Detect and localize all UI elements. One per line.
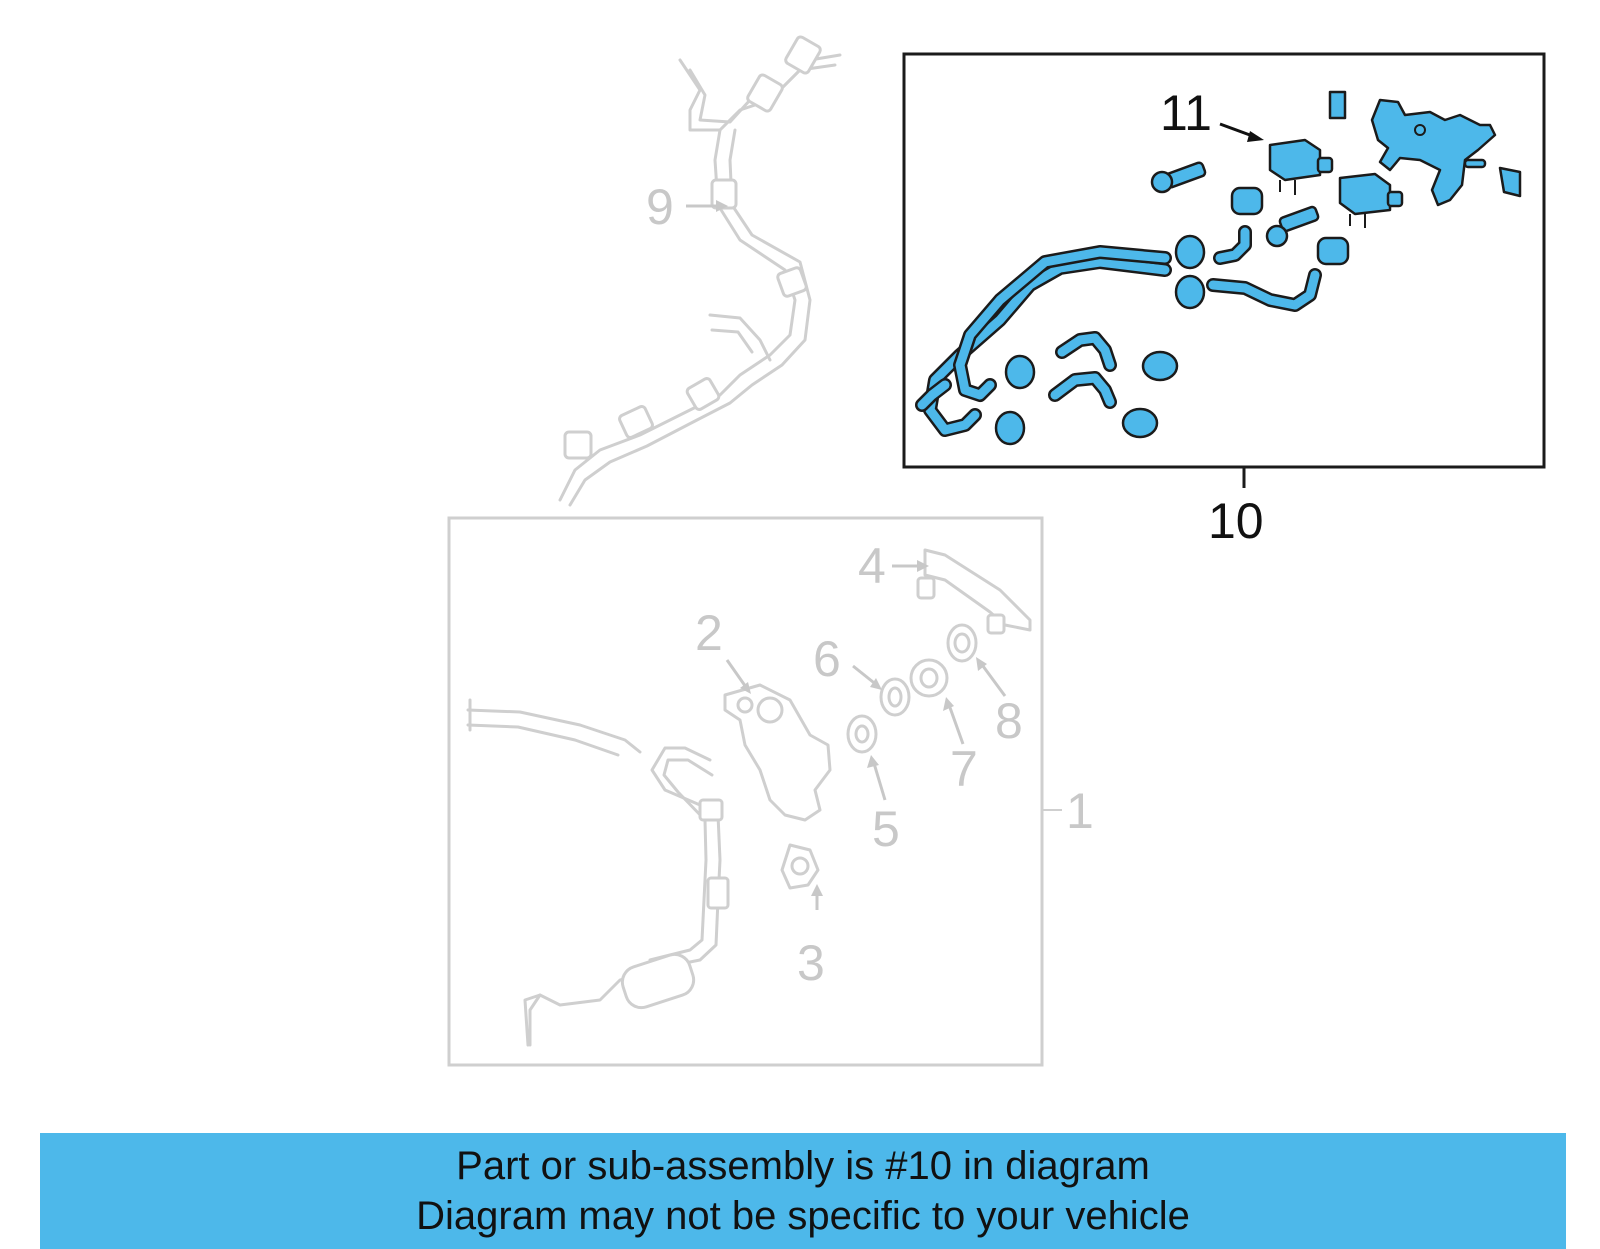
callout-label-10: 10 bbox=[1208, 493, 1264, 549]
callout-label-2: 2 bbox=[695, 605, 723, 661]
blue-clamps bbox=[994, 186, 1350, 446]
hose-assembly-ghost bbox=[466, 698, 730, 1047]
banner-line-part-number: Part or sub-assembly is #10 in diagram bbox=[456, 1144, 1150, 1188]
callout-label-9: 9 bbox=[646, 179, 674, 235]
bracket-part-4 bbox=[916, 548, 1032, 635]
seal-part-6 bbox=[879, 677, 911, 717]
grommet-part-5 bbox=[846, 714, 878, 754]
banner-line-disclaimer: Diagram may not be specific to your vehi… bbox=[416, 1194, 1190, 1238]
pressure-sensor-11 bbox=[1268, 138, 1334, 195]
info-banner: Part or sub-assembly is #10 in diagram D… bbox=[40, 1133, 1566, 1249]
tube-assembly-9 bbox=[558, 35, 842, 507]
assembly-box-1 bbox=[447, 516, 1044, 1067]
blue-bolts bbox=[1150, 161, 1320, 248]
callout-label-4: 4 bbox=[858, 538, 886, 594]
blue-bracket bbox=[1328, 90, 1522, 207]
nut-part-3 bbox=[780, 843, 820, 890]
blue-hoses bbox=[915, 225, 1322, 437]
ghost-callout-arrows bbox=[686, 200, 1007, 910]
callout-label-3: 3 bbox=[797, 935, 825, 991]
valve-part-2 bbox=[723, 683, 832, 822]
ring-part-8 bbox=[946, 623, 978, 663]
collar-part-7 bbox=[909, 658, 949, 698]
highlight-box-10 bbox=[902, 52, 1546, 469]
callout-label-5: 5 bbox=[872, 801, 900, 857]
callout-label-7: 7 bbox=[950, 741, 978, 797]
callout-arrow-11 bbox=[1219, 122, 1264, 142]
callout-label-1: 1 bbox=[1066, 783, 1094, 839]
callout-label-8: 8 bbox=[995, 693, 1023, 749]
pressure-sensor-second bbox=[1338, 172, 1404, 228]
callout-label-11: 11 bbox=[1160, 85, 1212, 141]
callout-label-6: 6 bbox=[813, 631, 841, 687]
